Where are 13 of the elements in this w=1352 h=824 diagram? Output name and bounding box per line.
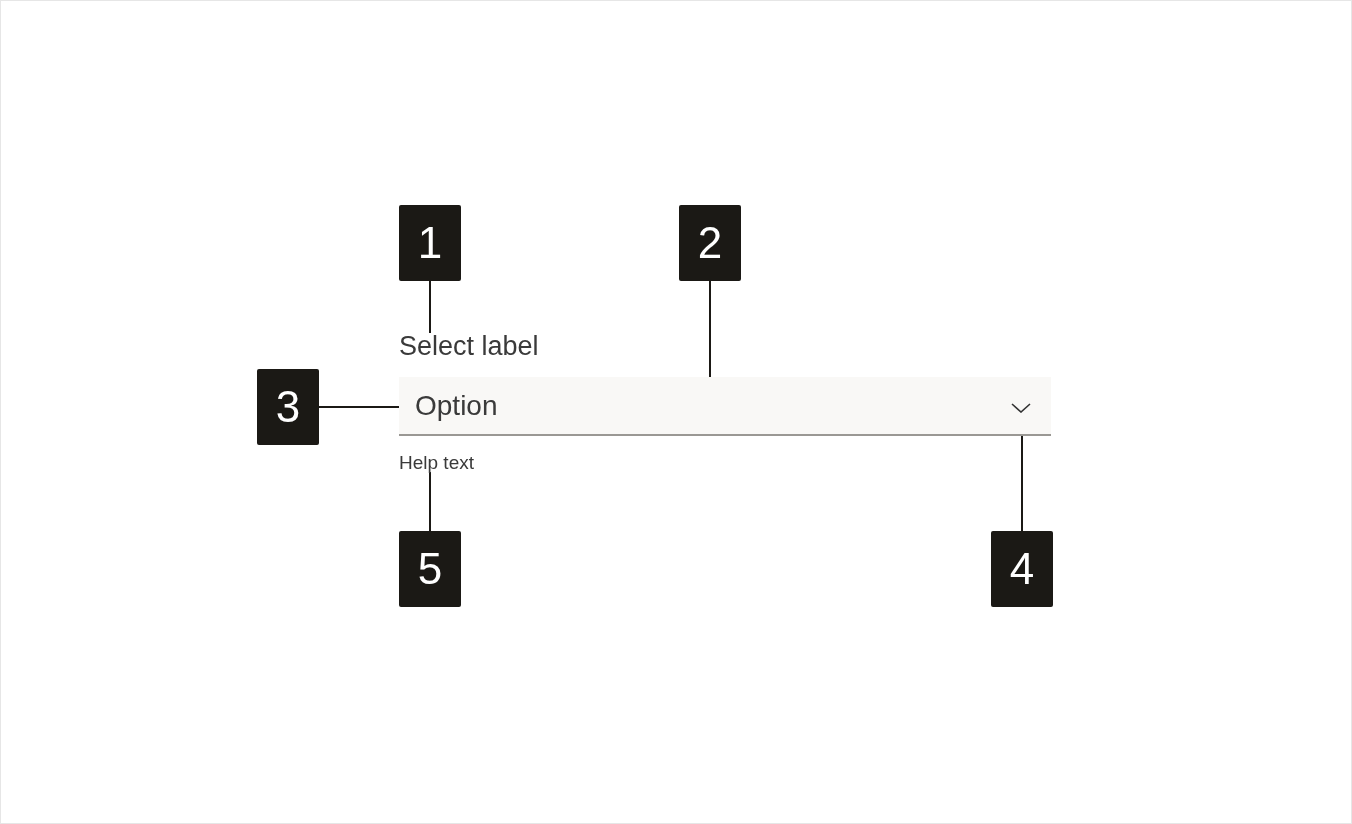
dropdown-field <box>399 377 1051 436</box>
leader-line <box>429 280 431 334</box>
selected-value: Option <box>415 392 498 420</box>
callout-number: 3 <box>257 369 319 445</box>
leader-line <box>709 280 711 378</box>
callout-number: 4 <box>991 531 1053 607</box>
chevron-down-icon <box>1011 403 1031 413</box>
field-label: Select label <box>399 333 539 360</box>
callout-number: 5 <box>399 531 461 607</box>
callout-number: 1 <box>399 205 461 281</box>
help-text: Help text <box>399 453 474 472</box>
leader-line <box>429 471 431 532</box>
callout-number: 2 <box>679 205 741 281</box>
